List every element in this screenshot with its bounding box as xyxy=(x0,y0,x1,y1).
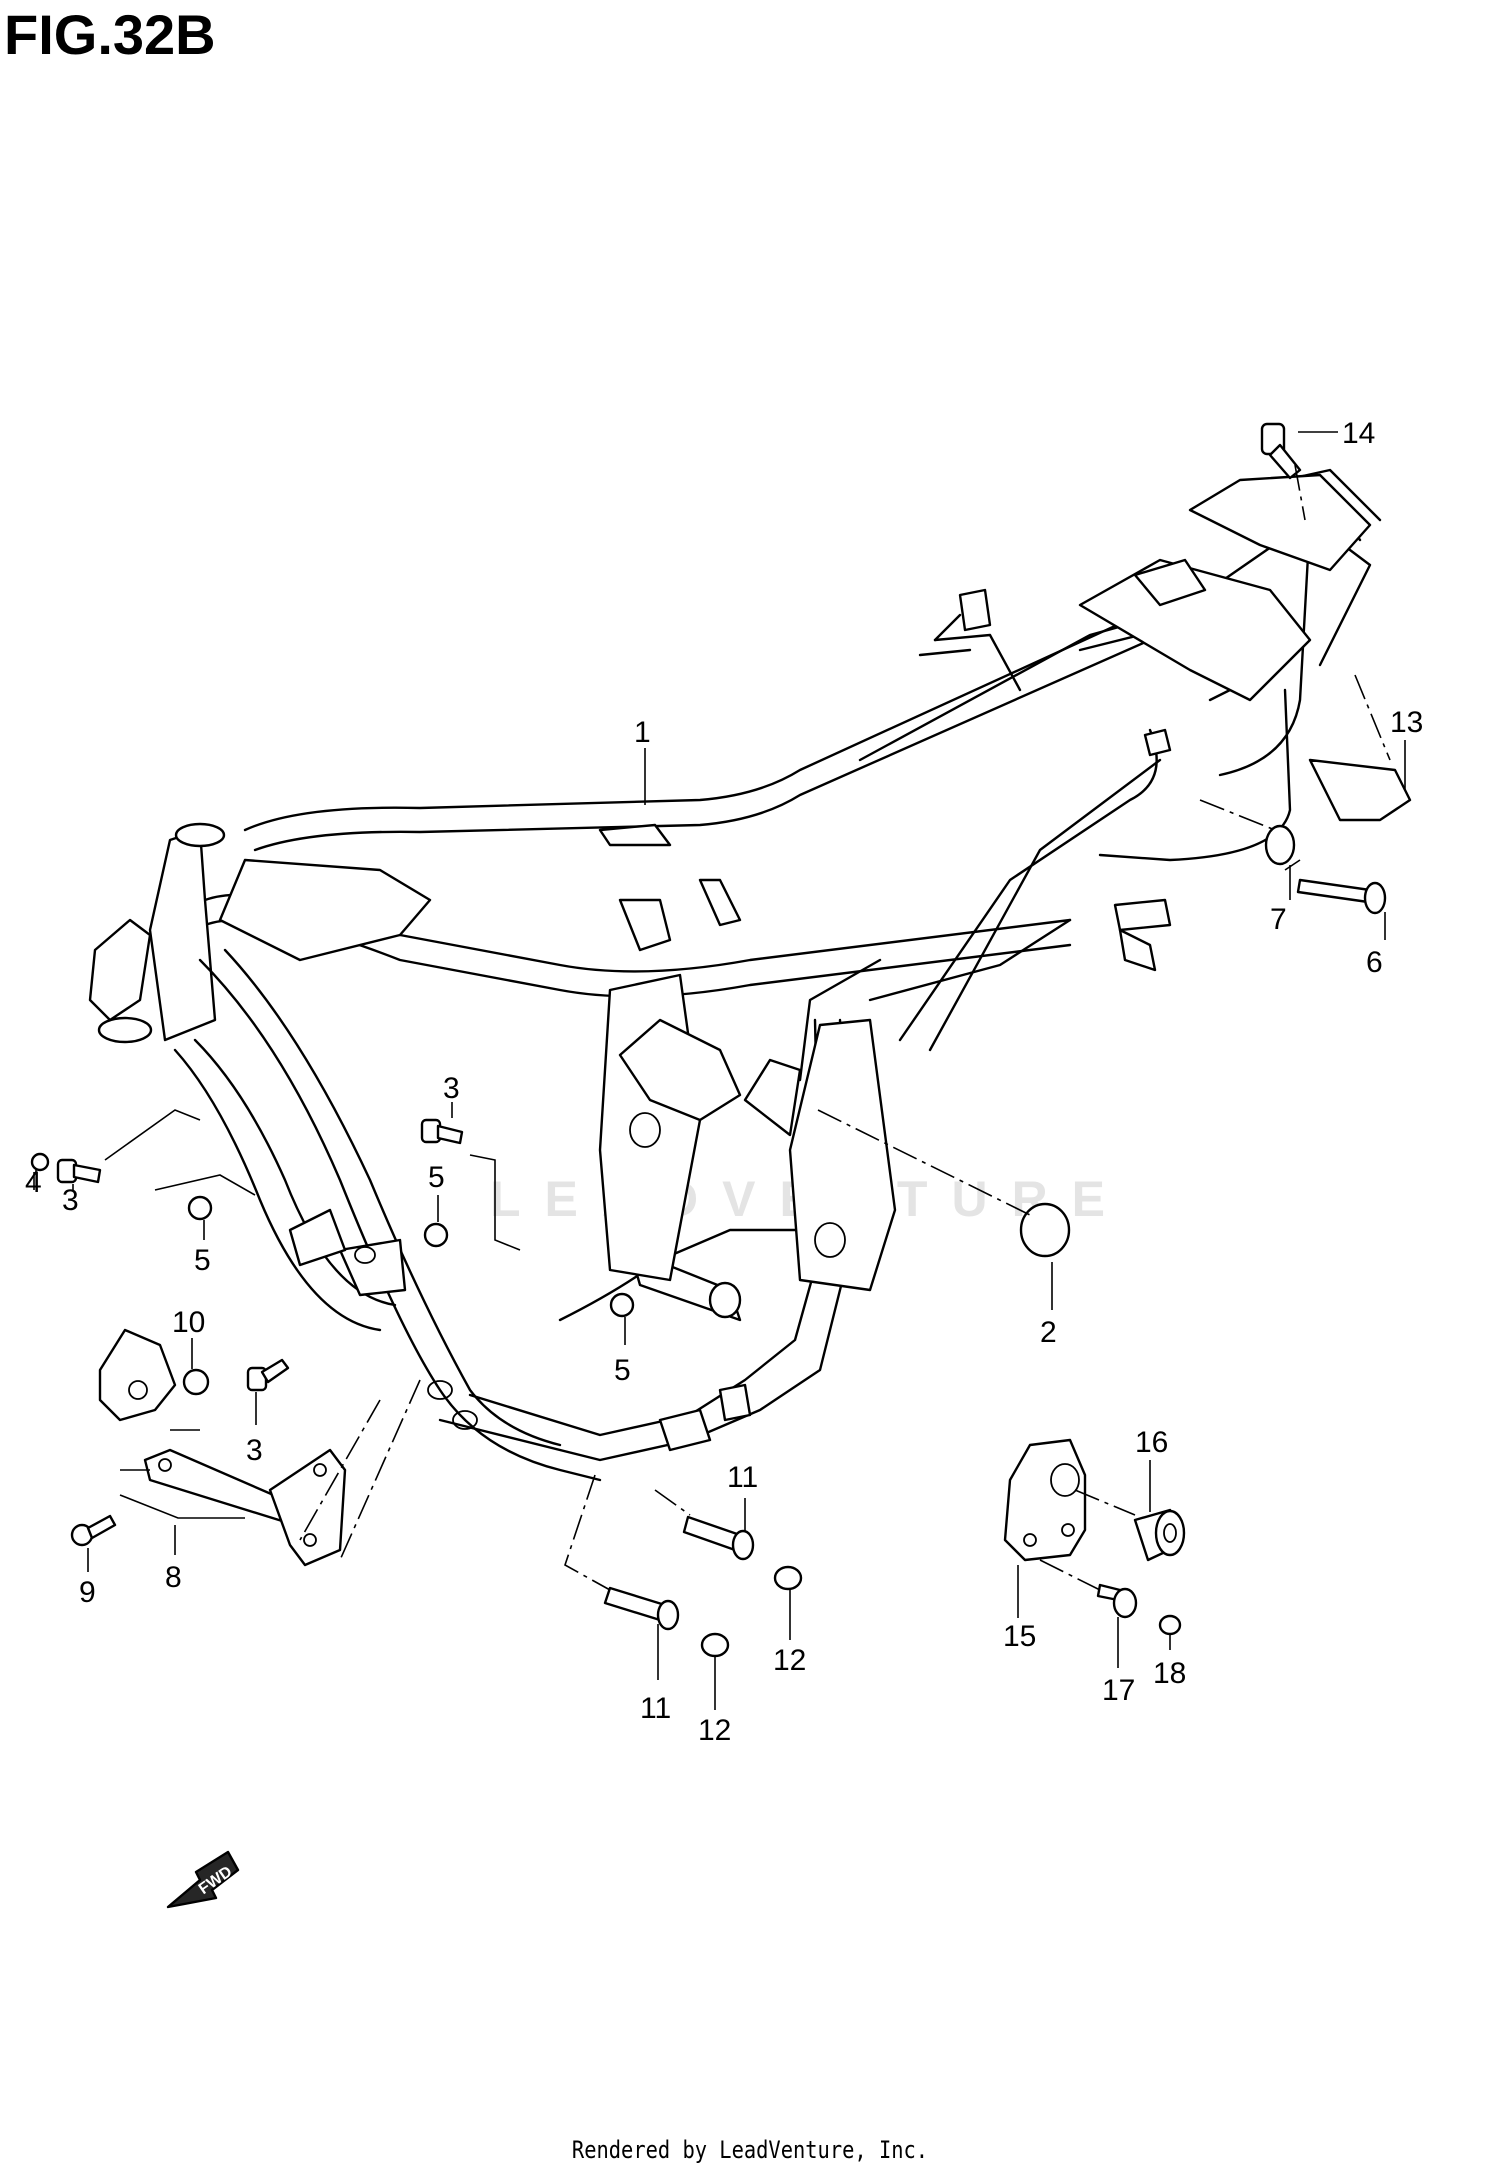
bushing-part-16 xyxy=(1133,1508,1186,1562)
callout-2: 2 xyxy=(1040,1316,1057,1349)
bolt-part-11a xyxy=(682,1515,755,1561)
callout-18: 18 xyxy=(1153,1657,1186,1690)
callout-3: 3 xyxy=(443,1072,460,1105)
plug-cap-part xyxy=(1019,1202,1071,1258)
bolt-part-3c xyxy=(246,1358,290,1392)
nut-part-10 xyxy=(182,1368,210,1396)
callout-10: 10 xyxy=(172,1306,205,1339)
nut-part-5c xyxy=(609,1292,635,1318)
callout-5: 5 xyxy=(194,1244,211,1277)
callout-leaders xyxy=(33,431,1406,1710)
callout-3: 3 xyxy=(62,1184,79,1217)
bolt-part-17 xyxy=(1096,1583,1138,1619)
callout-14: 14 xyxy=(1342,417,1375,450)
callout-12: 12 xyxy=(698,1714,731,1747)
nut-part-5b xyxy=(423,1222,449,1248)
callout-9: 9 xyxy=(79,1576,96,1609)
callout-4: 4 xyxy=(25,1166,42,1199)
callout-11: 11 xyxy=(727,1461,758,1494)
bracket-part-13 xyxy=(1308,758,1412,822)
washer-part-7 xyxy=(1264,824,1296,866)
callout-11: 11 xyxy=(640,1692,671,1725)
mount-part-15 xyxy=(1003,1438,1087,1562)
bolt-part-11b xyxy=(603,1586,680,1631)
frame-body xyxy=(88,468,1382,1482)
bolt-part-14 xyxy=(1260,422,1302,480)
bolt-part-9 xyxy=(70,1514,117,1547)
cap-part-12b xyxy=(700,1632,730,1658)
callout-labels: 1 2 3 3 3 4 5 5 5 6 7 8 9 10 11 11 12 12… xyxy=(25,417,1423,1747)
nut-part-5a xyxy=(187,1195,213,1221)
bracket-part-8 xyxy=(98,1328,347,1567)
callout-5: 5 xyxy=(428,1161,445,1194)
cap-part-12a xyxy=(773,1565,803,1591)
callout-13: 13 xyxy=(1390,706,1423,739)
callout-17: 17 xyxy=(1102,1674,1135,1707)
nut-part-4 xyxy=(30,1152,50,1172)
bolt-part-3b xyxy=(420,1118,464,1145)
bolt-part-3a xyxy=(56,1158,102,1184)
callout-12: 12 xyxy=(773,1644,806,1677)
bolt-part-6 xyxy=(1296,878,1387,915)
footer-credit: Rendered by LeadVenture, Inc. xyxy=(571,2136,929,2164)
callout-7: 7 xyxy=(1270,903,1287,936)
callout-5: 5 xyxy=(614,1354,631,1387)
callout-8: 8 xyxy=(165,1561,182,1594)
callout-15: 15 xyxy=(1003,1620,1036,1653)
callout-1: 1 xyxy=(634,716,651,749)
callout-16: 16 xyxy=(1135,1426,1168,1459)
callout-6: 6 xyxy=(1366,946,1383,979)
forward-arrow-icon: FWD xyxy=(166,1850,240,1909)
figure-title: FIG.32B xyxy=(4,3,216,66)
cap-part-18 xyxy=(1158,1614,1182,1636)
callout-3: 3 xyxy=(246,1434,263,1467)
assembly-lines xyxy=(104,464,1391,1591)
